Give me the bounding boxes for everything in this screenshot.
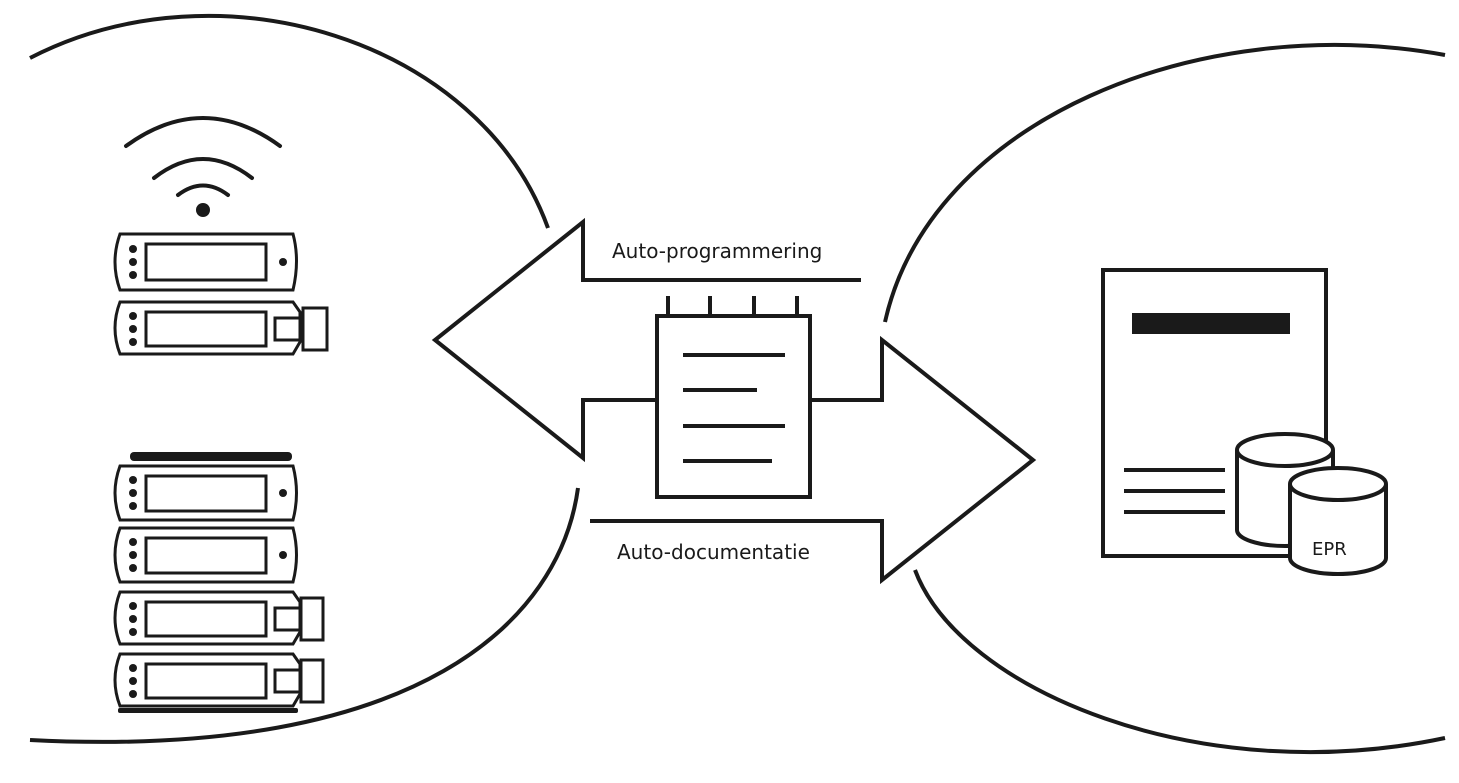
wifi-icon: [124, 116, 282, 217]
syringe-pump-icon: [113, 300, 329, 356]
auto-programmering-arrow: [431, 217, 861, 463]
pump-stack-icon: [113, 452, 325, 713]
left-circle: [29, 13, 580, 744]
auto-documentatie-arrow: [590, 335, 1037, 585]
interface-module-icon: [655, 296, 812, 499]
auto-programmering-label: Auto-programmering: [612, 239, 822, 263]
epr-label: EPR: [1312, 539, 1347, 560]
database-icon: [1235, 432, 1388, 576]
infusion-pump-icon: [113, 232, 298, 292]
right-circle: [883, 43, 1446, 755]
auto-documentatie-label: Auto-documentatie: [617, 540, 810, 564]
